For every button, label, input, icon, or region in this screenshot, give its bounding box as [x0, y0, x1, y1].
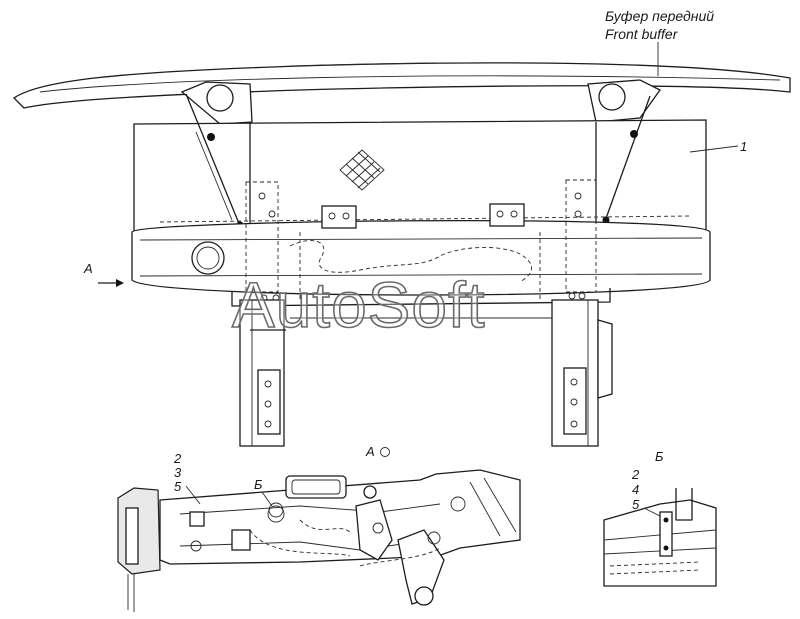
watermark: AutoSoft: [231, 268, 486, 342]
view-a-marker-circle: [380, 447, 390, 457]
view-a-caption: A: [366, 444, 375, 459]
view-a-part-label: 5: [174, 479, 182, 494]
view-a-detail-marker: Б: [254, 477, 263, 492]
title-ru: Буфер передний: [605, 8, 715, 24]
view-a-section: [117, 469, 521, 612]
callout-1-leader: [689, 145, 739, 153]
view-b-detail: [603, 488, 717, 587]
frame-rail-right: [551, 299, 613, 447]
view-a-arrow-label: A: [84, 261, 93, 276]
view-b-part-label: 2: [632, 467, 640, 482]
frame-rail-left: [239, 299, 286, 447]
grille-hatch: [339, 149, 385, 191]
assembly-bottom-edge: [231, 288, 611, 307]
bumper-top-bar: [12, 62, 791, 109]
view-b-part-label: 5: [632, 497, 640, 512]
view-a-part-label: 2: [174, 451, 182, 466]
title-en: Front buffer: [605, 26, 678, 42]
view-a-leaders: [185, 485, 284, 518]
view-b-part-label: 4: [632, 482, 640, 497]
view-a-part-label: 3: [174, 465, 182, 480]
callout-part-1: 1: [740, 139, 748, 154]
top-mount-brackets: [180, 79, 661, 125]
bolt-plates: [258, 192, 586, 302]
view-b-caption: Б: [655, 449, 664, 464]
buffer-panel: [133, 93, 707, 237]
harness-dashed: [245, 179, 597, 300]
view-a-arrow: [98, 279, 124, 287]
